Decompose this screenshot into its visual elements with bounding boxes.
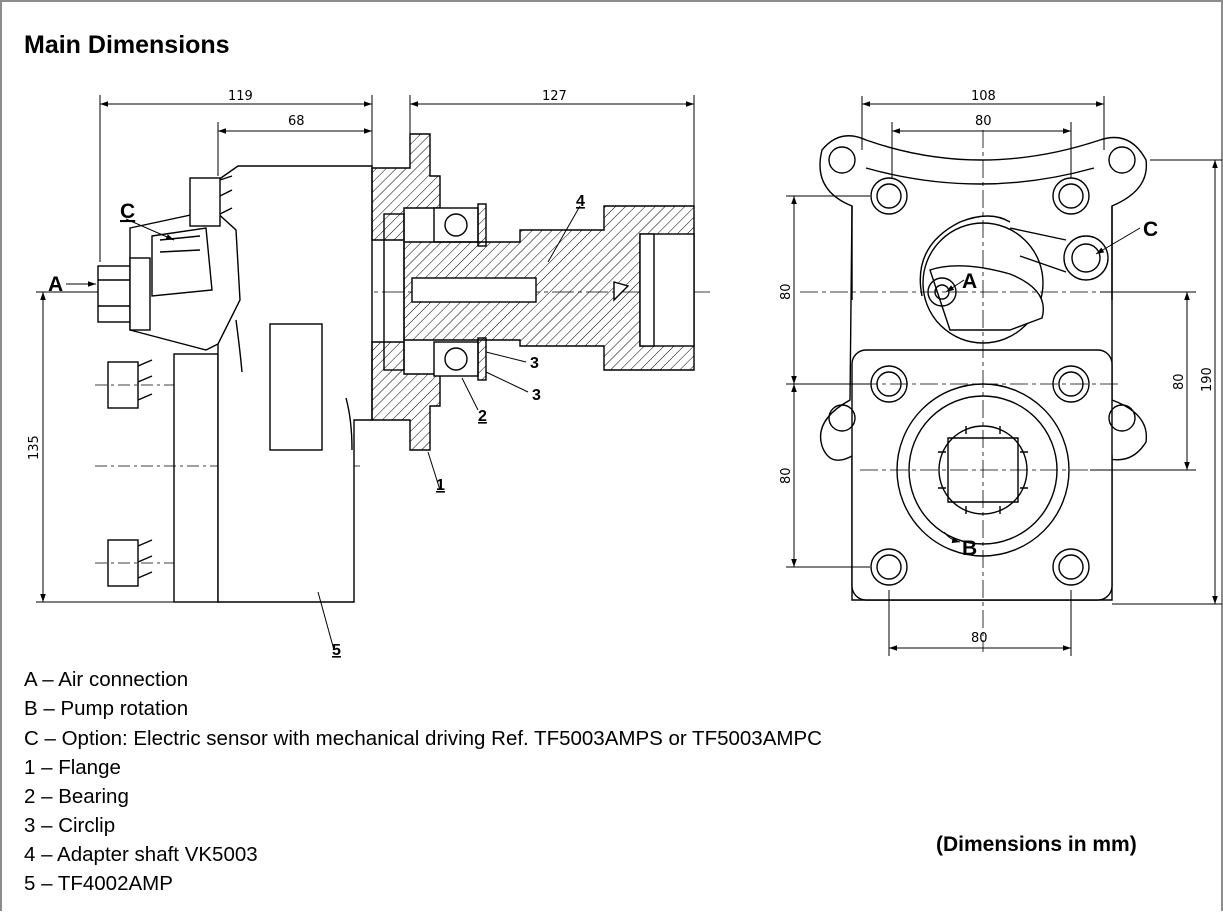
legend-item-4: 4 – Adapter shaft VK5003 [24,843,258,866]
dim-front-top-outer: 108 [971,89,996,104]
dim-front-right-overall: 190 [1200,367,1215,392]
callout-3-circlip-a: 3 [530,355,539,372]
dim-front-left-upper: 80 [779,283,794,300]
page-title: Main Dimensions [24,31,230,59]
side-view-dimension-lines [36,95,695,603]
legend-item-a: A – Air connection [24,668,189,691]
dim-side-overall: 119 [228,89,253,104]
callout-3-circlip-b: 3 [532,387,541,404]
dim-front-right-inner: 80 [1172,373,1187,390]
dim-side-shaft: 127 [542,89,567,104]
callout-c-front: C [1143,218,1158,241]
legend-item-5: 5 – TF4002AMP [24,872,173,895]
legend-item-1: 1 – Flange [24,756,121,779]
front-view-dimension-lines [786,96,1222,656]
dim-front-bottom: 80 [971,631,988,646]
callout-4-adapter-shaft: 4 [576,193,585,210]
side-view [42,133,712,603]
legend-item-c: C – Option: Electric sensor with mechani… [24,727,822,750]
callout-2-bearing: 2 [478,408,487,425]
legend-item-2: 2 – Bearing [24,785,129,808]
units-note: (Dimensions in mm) [936,833,1137,856]
legend-item-3: 3 – Circlip [24,814,116,837]
callout-b-front: B [962,537,977,560]
dim-front-top-inner: 80 [975,114,992,129]
callout-a-front: A [962,270,977,293]
legend-item-b: B – Pump rotation [24,697,189,720]
dim-side-body: 68 [288,114,305,129]
dim-side-height: 135 [27,435,42,460]
dim-front-left-lower: 80 [779,467,794,484]
side-view-leader-lines [66,205,581,651]
callout-c-side: C [120,200,135,223]
callout-a-side: A [48,273,63,296]
callout-1-flange: 1 [436,477,445,494]
front-view [800,130,1160,652]
front-view-leader-lines [943,227,1141,544]
callout-5-pump: 5 [332,642,341,659]
